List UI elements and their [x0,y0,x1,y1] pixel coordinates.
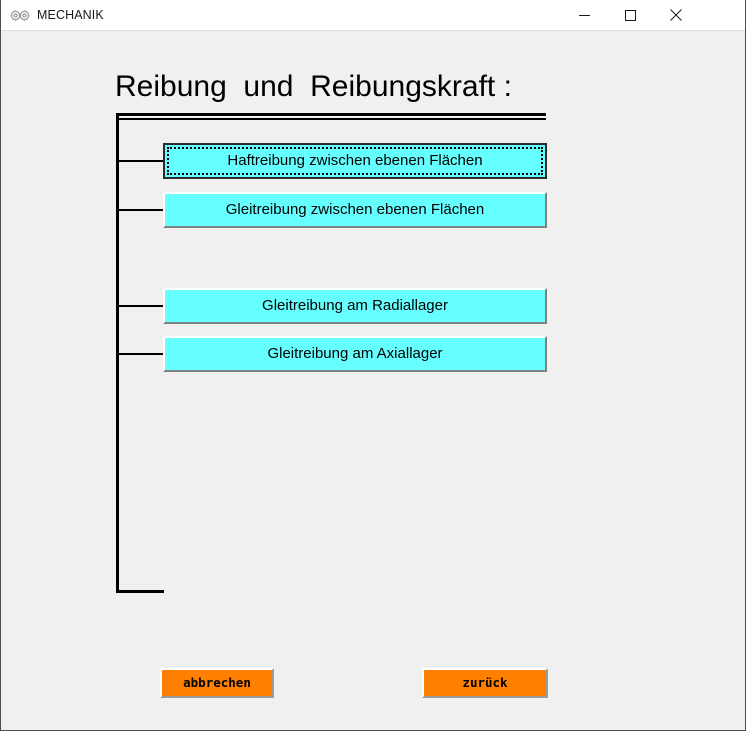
menu-button-gleitreibung-radiallager[interactable]: Gleitreibung am Radiallager [163,288,547,324]
tree-branch-4 [118,353,164,355]
minimize-button[interactable] [561,0,607,30]
cancel-button[interactable]: abbrechen [160,668,274,698]
heading-rule-thick [116,113,546,116]
window-title: MECHANIK [37,8,104,22]
title-bar: MECHANIK [1,0,745,31]
tree-branch-2 [118,209,164,211]
back-button[interactable]: zurück [422,668,548,698]
menu-button-label: Gleitreibung am Radiallager [262,297,448,314]
maximize-button[interactable] [607,0,653,30]
tree-foot-line [116,590,164,593]
tree-trunk-line [116,113,119,593]
menu-button-label: Gleitreibung am Axiallager [267,345,443,362]
minimize-icon [578,14,590,16]
heading-rule-thin [116,118,546,120]
menu-button-label: Haftreibung zwischen ebenen Flächen [227,152,483,169]
tree-branch-3 [118,305,164,307]
menu-button-gleitreibung-ebene-flaechen[interactable]: Gleitreibung zwischen ebenen Flächen [163,192,547,228]
page-title: Reibung und Reibungskraft : [115,70,512,103]
tree-branch-1 [118,160,164,162]
gears-icon [10,8,30,23]
menu-button-gleitreibung-axiallager[interactable]: Gleitreibung am Axiallager [163,336,547,372]
close-icon [670,9,682,21]
menu-button-label: Gleitreibung zwischen ebenen Flächen [225,201,485,218]
maximize-icon [624,9,636,21]
close-button[interactable] [653,0,699,30]
menu-button-haftreibung-ebene-flaechen[interactable]: Haftreibung zwischen ebenen Flächen [163,143,547,179]
